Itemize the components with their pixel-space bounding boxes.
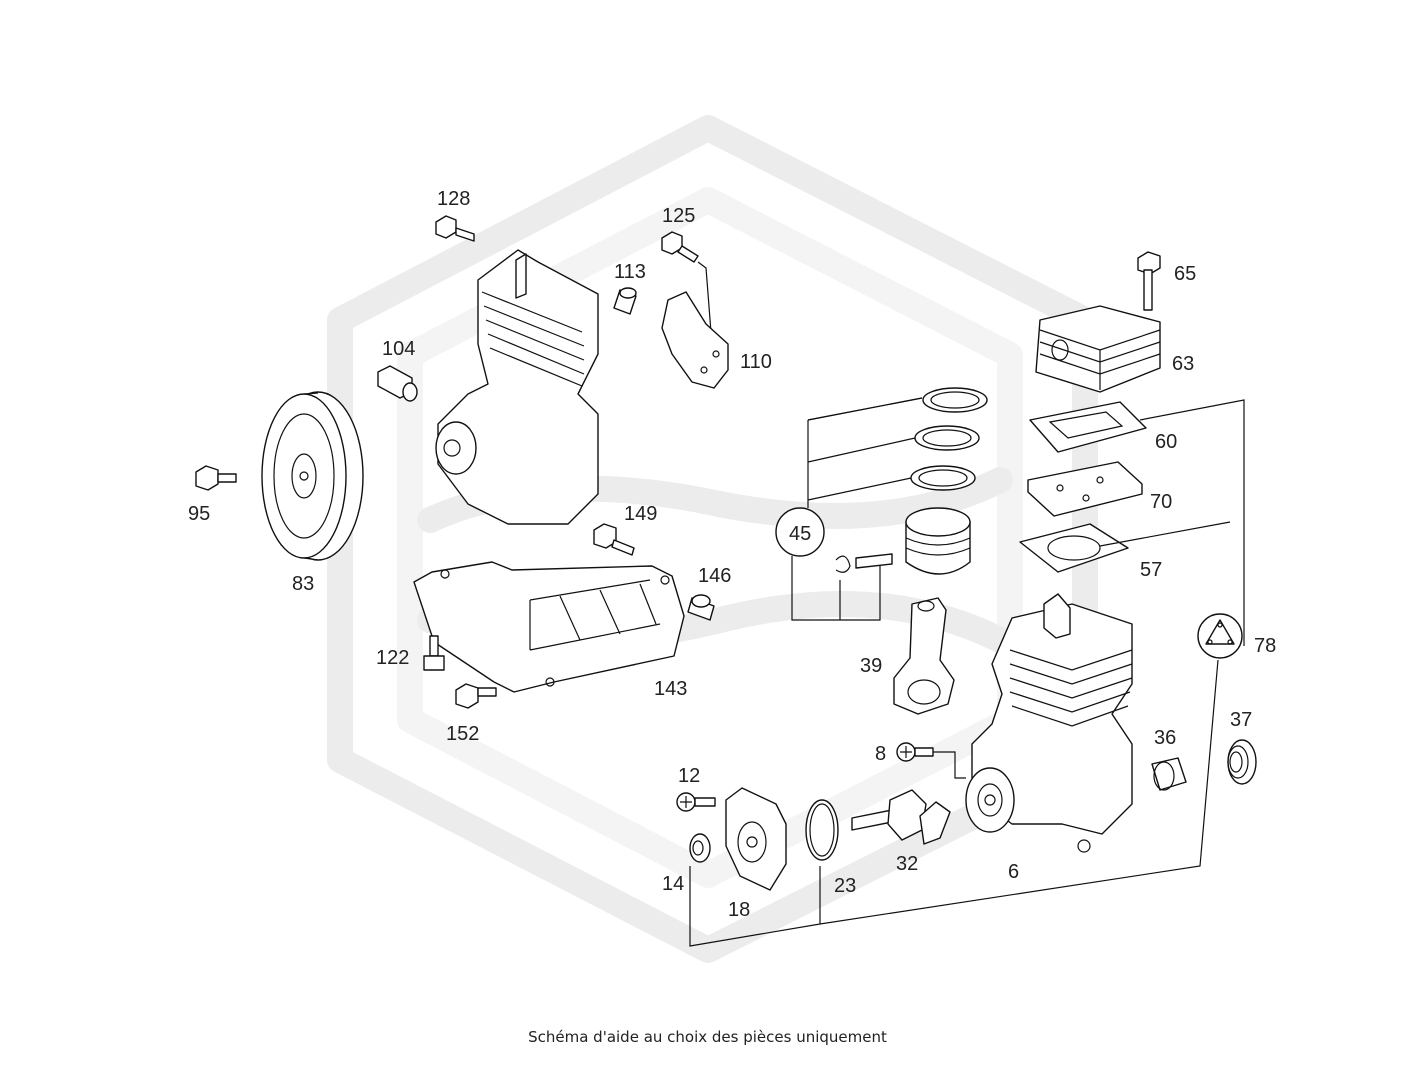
label-128: 128 — [437, 188, 470, 210]
label-37: 37 — [1230, 709, 1252, 731]
label-149: 149 — [624, 503, 657, 525]
part-45-piston-pin[interactable] — [835, 553, 893, 573]
part-122-bolt[interactable] — [423, 635, 445, 671]
part-78-valve[interactable] — [1197, 613, 1243, 659]
part-152-bolt[interactable] — [455, 683, 497, 709]
part-110-bracket[interactable] — [661, 291, 729, 389]
part-18-cover-plate[interactable] — [725, 787, 787, 891]
part-125-bolt[interactable] — [661, 231, 699, 263]
diagram-caption: Schéma d'aide au choix des pièces unique… — [528, 1028, 887, 1046]
leader-125 — [697, 261, 713, 346]
label-32: 32 — [896, 853, 918, 875]
label-45: 45 — [789, 523, 811, 545]
label-14: 14 — [662, 873, 684, 895]
label-104: 104 — [382, 338, 415, 360]
part-83-pulley[interactable] — [261, 391, 364, 561]
part-113-bushing[interactable] — [613, 287, 637, 315]
label-63: 63 — [1172, 353, 1194, 375]
label-122: 122 — [376, 647, 409, 669]
label-143: 143 — [654, 678, 687, 700]
label-70: 70 — [1150, 491, 1172, 513]
callout-45 — [775, 507, 825, 557]
part-60-gasket[interactable] — [1029, 401, 1147, 453]
part-37-seal[interactable] — [1227, 739, 1257, 785]
label-39: 39 — [860, 655, 882, 677]
part-32-crankshaft[interactable] — [851, 789, 951, 845]
part-14-washer[interactable] — [689, 833, 711, 863]
part-45-piston-rings[interactable] — [910, 387, 988, 491]
label-95: 95 — [188, 503, 210, 525]
label-36: 36 — [1154, 727, 1176, 749]
assembly-bracket-lines — [689, 399, 1245, 947]
assembled-compressor[interactable] — [435, 249, 599, 525]
part-8-screw[interactable] — [896, 742, 934, 762]
label-113: 113 — [614, 261, 646, 283]
part-63-cylinder-head[interactable] — [1035, 305, 1161, 393]
label-83: 83 — [292, 573, 314, 595]
part-70-valve-plate[interactable] — [1027, 461, 1143, 517]
label-23: 23 — [834, 875, 856, 897]
part-23-o-ring[interactable] — [805, 799, 839, 861]
label-152: 152 — [446, 723, 479, 745]
part-36-bushing[interactable] — [1151, 757, 1187, 791]
part-128-bolt[interactable] — [435, 215, 475, 242]
part-6-crankcase[interactable] — [965, 593, 1133, 853]
label-12: 12 — [678, 765, 700, 787]
label-65: 65 — [1174, 263, 1196, 285]
label-8: 8 — [875, 743, 886, 765]
label-110: 110 — [740, 351, 772, 373]
leader-8 — [932, 751, 966, 779]
label-146: 146 — [698, 565, 731, 587]
part-45-piston[interactable] — [905, 507, 971, 575]
part-57-gasket[interactable] — [1019, 523, 1129, 573]
label-60: 60 — [1155, 431, 1177, 453]
label-57: 57 — [1140, 559, 1162, 581]
label-78: 78 — [1254, 635, 1276, 657]
part-39-connecting-rod[interactable] — [893, 597, 955, 715]
label-125: 125 — [662, 205, 695, 227]
part-149-bolt[interactable] — [593, 523, 635, 556]
part-143-bracket[interactable] — [413, 561, 685, 693]
watermark-logo-icon — [327, 115, 1098, 963]
part-104-fitting[interactable] — [377, 365, 418, 402]
part-146-bushing[interactable] — [687, 594, 715, 621]
label-6: 6 — [1008, 861, 1019, 883]
label-18: 18 — [728, 899, 750, 921]
part-12-screw[interactable] — [676, 792, 716, 812]
part-95-bolt[interactable] — [195, 465, 237, 491]
part-65-bolt[interactable] — [1137, 251, 1161, 311]
